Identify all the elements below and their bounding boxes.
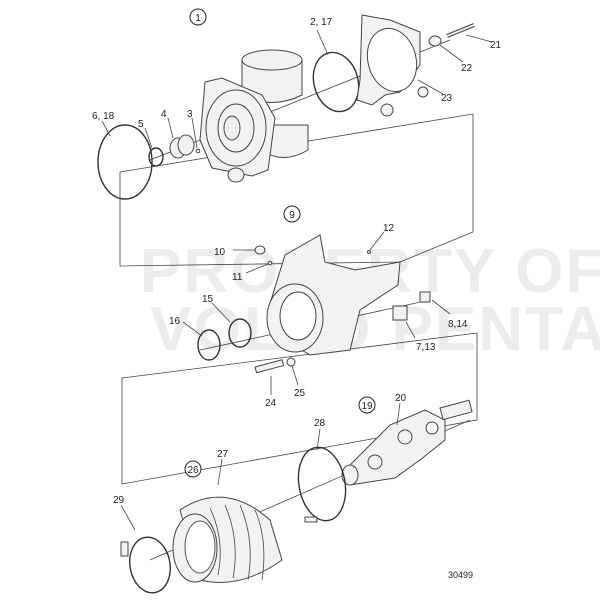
label-16: 16	[169, 316, 181, 327]
ball-3	[195, 148, 201, 154]
screw-24	[254, 359, 285, 374]
label-6-18: 6, 18	[92, 111, 115, 122]
universal-joint-20	[341, 399, 473, 486]
ring-15	[228, 318, 252, 348]
plug-10	[254, 245, 266, 255]
bellows-27	[172, 496, 283, 583]
label-11: 11	[232, 272, 243, 283]
circlip-16	[197, 329, 221, 361]
label-15: 15	[202, 294, 214, 305]
label-12: 12	[383, 223, 395, 234]
gasket-23	[356, 14, 429, 117]
svg-text:1: 1	[195, 13, 201, 24]
clamp-29	[120, 536, 171, 594]
label-29: 29	[113, 495, 125, 506]
pin-12	[367, 250, 371, 254]
group-callout-9: 9	[283, 205, 301, 223]
group-callout-26: 26	[184, 460, 202, 478]
o-ring-2-17	[312, 51, 360, 113]
clamp-28	[297, 446, 347, 523]
svg-text:26: 26	[187, 465, 199, 476]
group-frame-19	[121, 332, 478, 485]
seal-11	[267, 260, 273, 266]
label-27: 27	[217, 449, 229, 460]
washer-25	[286, 357, 296, 367]
label-2-17: 2, 17	[310, 17, 333, 28]
ring-gear	[241, 49, 309, 158]
ring-5	[148, 147, 164, 167]
label-7-13: 7,13	[416, 342, 436, 353]
drawing-number: 30499	[448, 570, 473, 580]
gear-housing-flange	[199, 77, 276, 183]
washer-22	[428, 35, 442, 47]
label-10: 10	[214, 247, 226, 258]
label-22: 22	[461, 63, 473, 74]
bushing-7-13	[392, 305, 408, 321]
group-callout-19: 19	[358, 396, 376, 414]
bearing-housing-9	[266, 234, 401, 356]
watermark-line-2: VOLVO PENTA	[150, 295, 600, 364]
label-24: 24	[265, 398, 277, 409]
label-5: 5	[138, 119, 144, 130]
label-23: 23	[441, 93, 453, 104]
o-ring-6-18	[97, 124, 153, 200]
group-frame-9	[119, 113, 474, 267]
bearing-4	[169, 134, 195, 159]
label-25: 25	[294, 388, 306, 399]
svg-text:19: 19	[361, 401, 373, 412]
label-21: 21	[490, 40, 502, 51]
svg-text:9: 9	[289, 210, 295, 221]
leader-lines	[101, 29, 493, 531]
bolt-21	[446, 23, 475, 38]
label-20: 20	[395, 393, 407, 404]
label-3: 3	[187, 109, 193, 120]
bushing-8-14	[419, 291, 431, 303]
label-28: 28	[314, 418, 326, 429]
label-8-14: 8,14	[448, 319, 468, 330]
group-callout-1: 1	[189, 8, 207, 26]
label-4: 4	[161, 109, 167, 120]
